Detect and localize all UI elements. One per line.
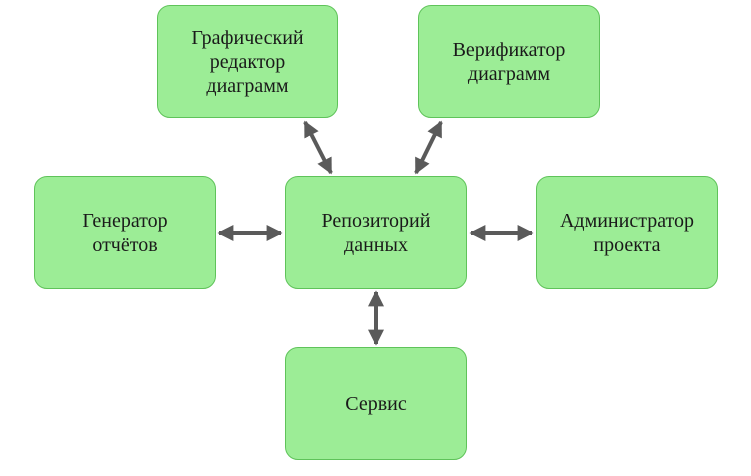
node-diagram-verifier: Верификатор диаграмм [418, 5, 600, 118]
node-report-generator: Генератор отчётов [34, 176, 216, 289]
node-data-repository: Репозиторий данных [285, 176, 467, 289]
connector-repository-verifier [414, 120, 443, 175]
node-diagram-editor-label: Графический редактор диаграмм [191, 26, 304, 97]
node-service: Сервис [285, 347, 467, 460]
node-diagram-verifier-label: Верификатор диаграмм [452, 38, 566, 85]
node-data-repository-label: Репозиторий данных [321, 209, 431, 256]
node-service-label: Сервис [345, 392, 407, 415]
node-project-administrator-label: Администратор проекта [559, 209, 695, 256]
node-project-administrator: Администратор проекта [536, 176, 718, 289]
node-diagram-editor: Графический редактор диаграмм [157, 5, 338, 118]
connector-repository-editor [303, 120, 333, 175]
node-report-generator-label: Генератор отчётов [82, 209, 168, 256]
